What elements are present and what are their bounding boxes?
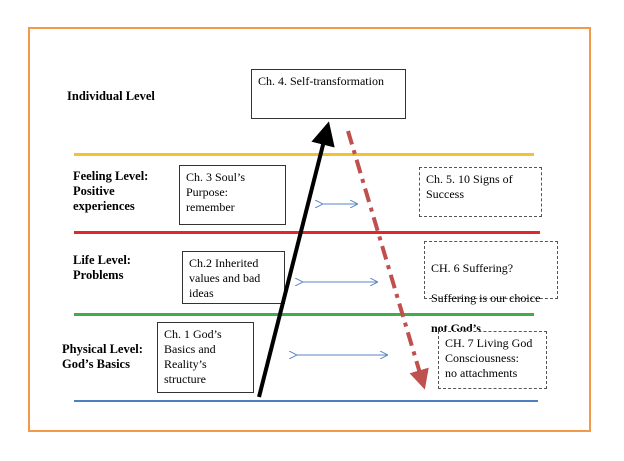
up-arrow xyxy=(257,121,335,398)
life-level-line xyxy=(74,231,540,234)
chapter-3-box: Ch. 3 Soul’s Purpose: remember xyxy=(179,165,286,225)
level-label-individual: Individual Level xyxy=(67,89,155,103)
level-label-life: Life Level: Problems xyxy=(73,253,131,282)
level-label-feeling: Feeling Level: Positive experiences xyxy=(73,169,149,213)
chapter-6-line2: Suffering is our choice xyxy=(431,291,541,305)
chapter-4-box: Ch. 4. Self-transformation xyxy=(251,69,406,119)
chapter-1-box: Ch. 1 God’s Basics and Reality’s structu… xyxy=(157,322,254,393)
feeling-level-line xyxy=(74,153,534,156)
chapter-2-box: Ch.2 Inherited values and bad ideas xyxy=(182,251,285,304)
level-label-physical: Physical Level: God’s Basics xyxy=(62,342,143,371)
chapter-5-box: Ch. 5. 10 Signs of Success xyxy=(419,167,542,217)
chapter-7-box: CH. 7 Living God Consciousness: no attac… xyxy=(438,331,547,389)
down-arrow xyxy=(346,130,429,390)
base-line xyxy=(74,400,538,402)
chapter-6-line1: CH. 6 Suffering? xyxy=(431,261,514,275)
physical-level-line xyxy=(74,313,534,316)
chapter-6-box: CH. 6 Suffering? Suffering is our choice… xyxy=(424,241,558,335)
diagram-frame xyxy=(28,27,591,432)
